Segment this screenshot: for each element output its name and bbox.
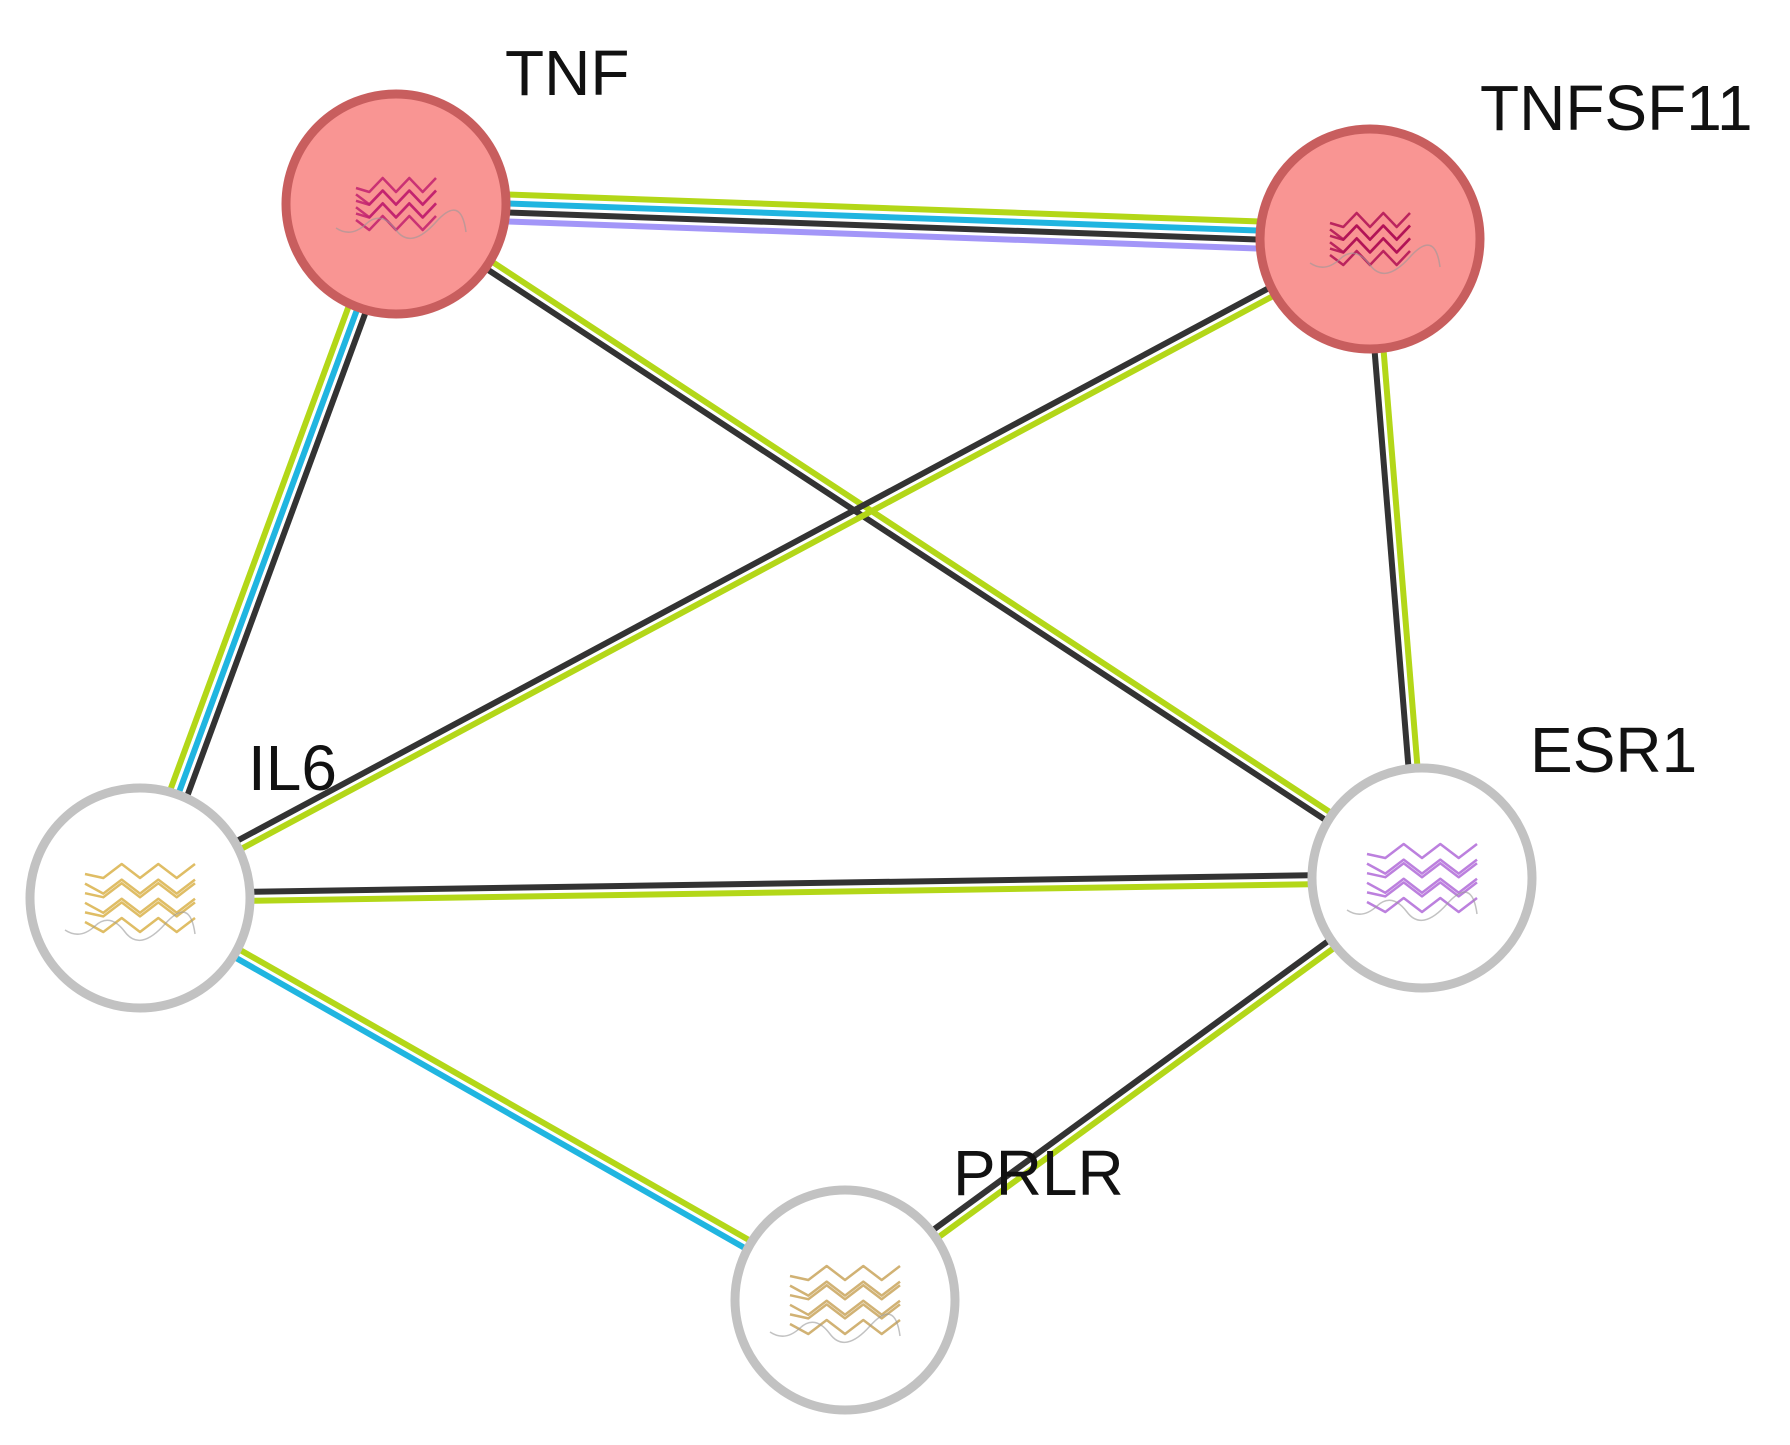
protein-structure-icon (64, 862, 196, 941)
edge-evidence-coexpression (395, 205, 1370, 247)
edge-evidence-textmining (396, 187, 1371, 229)
edge-evidence-databases (136, 899, 845, 1307)
edge-evidence-textmining (845, 879, 1427, 1307)
node-prlr[interactable]: PRLR (730, 1137, 1124, 1415)
protein-structure-icon (335, 176, 467, 239)
node-label: PRLR (953, 1137, 1124, 1209)
edge-esr1-prlr[interactable] (840, 871, 1427, 1307)
protein-structure-icon (769, 1264, 901, 1343)
edge-tnfsf11-il6[interactable] (136, 232, 1374, 905)
protein-structure-icon (1309, 211, 1441, 274)
edge-evidence-homology (395, 214, 1370, 256)
edge-evidence-textmining (396, 197, 1427, 877)
edge-tnf-esr1[interactable] (391, 197, 1427, 885)
node-tnf[interactable]: TNF (281, 37, 629, 319)
node-label: IL6 (248, 732, 337, 804)
edge-evidence-coexpression (391, 205, 1422, 885)
edge-il6-prlr[interactable] (136, 891, 849, 1307)
edge-evidence-textmining (140, 240, 1374, 905)
edge-evidence-coexpression (840, 871, 1422, 1299)
edge-evidence-databases (137, 202, 399, 900)
node-il6[interactable]: IL6 (25, 732, 337, 1013)
edge-evidence-coexpression (139, 870, 1422, 897)
edge-tnf-il6[interactable] (128, 199, 408, 903)
edge-il6-esr1[interactable] (139, 870, 1423, 906)
edge-tnf-tnfsf11[interactable] (395, 187, 1371, 256)
edge-evidence-textmining (128, 199, 391, 896)
node-esr1[interactable]: ESR1 (1307, 714, 1697, 993)
node-label: TNFSF11 (1480, 72, 1753, 144)
protein-structure-icon (1346, 842, 1478, 921)
edge-evidence-textmining (140, 891, 849, 1299)
edge-evidence-textmining (140, 879, 1423, 906)
node-label: TNF (505, 37, 629, 109)
node-tnfsf11[interactable]: TNFSF11 (1255, 72, 1753, 354)
node-label: ESR1 (1530, 714, 1697, 786)
edge-evidence-coexpression (136, 232, 1370, 897)
edge-evidence-databases (396, 196, 1371, 238)
edge-evidence-coexpression (145, 206, 408, 903)
